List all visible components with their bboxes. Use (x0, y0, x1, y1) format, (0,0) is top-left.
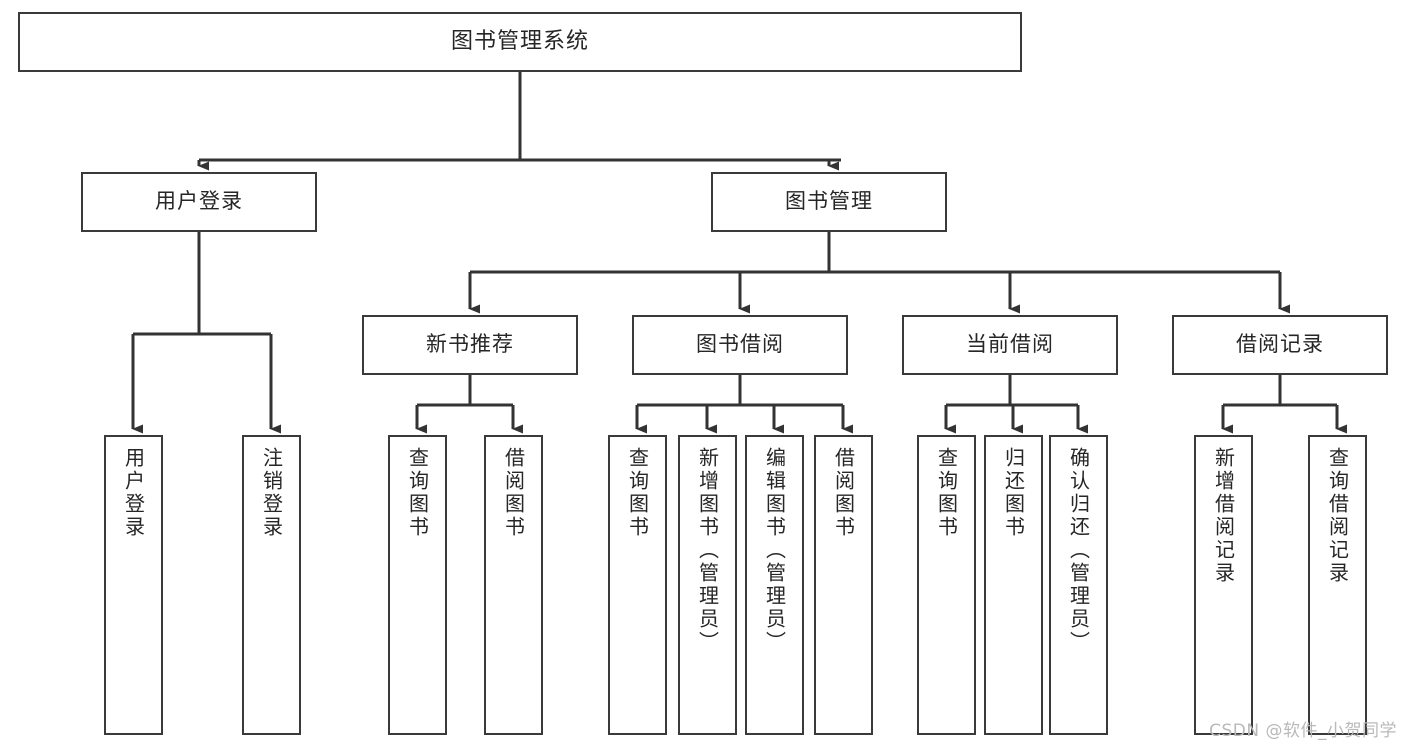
watermark-text: CSDN @软件_小贺同学 (1209, 721, 1397, 741)
leaf-add-book-label: 新增图书（管理员） (695, 447, 720, 654)
leaf-logout-login-label: 注销登录 (259, 447, 284, 539)
leaf-logout-login[interactable]: 注销登录 (242, 435, 301, 735)
leaf-query-record[interactable]: 查询借阅记录 (1308, 435, 1367, 735)
node-user-login[interactable]: 用户登录 (81, 172, 317, 232)
leaf-edit-book-label: 编辑图书（管理员） (762, 447, 787, 654)
leaf-query-book-1-label: 查询图书 (405, 447, 430, 539)
node-borrow-record-label: 借阅记录 (1236, 332, 1324, 357)
leaf-user-login[interactable]: 用户登录 (104, 435, 163, 735)
leaf-query-book-1[interactable]: 查询图书 (388, 435, 447, 735)
leaf-add-record[interactable]: 新增借阅记录 (1194, 435, 1253, 735)
node-root-label: 图书管理系统 (450, 28, 589, 54)
leaf-return-book[interactable]: 归还图书 (984, 435, 1043, 735)
node-current-borrow-label: 当前借阅 (966, 332, 1054, 357)
leaf-query-record-label: 查询借阅记录 (1325, 447, 1350, 585)
leaf-borrow-book-1-label: 借阅图书 (501, 447, 526, 539)
leaf-add-record-label: 新增借阅记录 (1211, 447, 1236, 585)
node-borrow-record[interactable]: 借阅记录 (1172, 315, 1388, 375)
leaf-query-book-3[interactable]: 查询图书 (917, 435, 976, 735)
leaf-borrow-book-2-label: 借阅图书 (831, 447, 856, 539)
leaf-confirm-return-label: 确认归还（管理员） (1066, 447, 1091, 654)
leaf-confirm-return[interactable]: 确认归还（管理员） (1049, 435, 1108, 735)
node-book-manage-label: 图书管理 (785, 189, 873, 214)
leaf-user-login-label: 用户登录 (121, 447, 146, 539)
leaf-query-book-2-label: 查询图书 (625, 447, 650, 539)
leaf-add-book[interactable]: 新增图书（管理员） (678, 435, 737, 735)
node-new-book-recommend[interactable]: 新书推荐 (362, 315, 578, 375)
leaf-edit-book[interactable]: 编辑图书（管理员） (745, 435, 804, 735)
node-book-borrow-label: 图书借阅 (696, 332, 784, 357)
node-book-borrow[interactable]: 图书借阅 (632, 315, 848, 375)
node-book-manage[interactable]: 图书管理 (711, 172, 947, 232)
node-current-borrow[interactable]: 当前借阅 (902, 315, 1118, 375)
leaf-query-book-2[interactable]: 查询图书 (608, 435, 667, 735)
leaf-query-book-3-label: 查询图书 (934, 447, 959, 539)
node-new-book-recommend-label: 新书推荐 (426, 332, 514, 357)
node-user-login-label: 用户登录 (155, 189, 243, 214)
node-root[interactable]: 图书管理系统 (18, 12, 1022, 72)
leaf-borrow-book-2[interactable]: 借阅图书 (814, 435, 873, 735)
leaf-borrow-book-1[interactable]: 借阅图书 (484, 435, 543, 735)
leaf-return-book-label: 归还图书 (1001, 447, 1026, 539)
